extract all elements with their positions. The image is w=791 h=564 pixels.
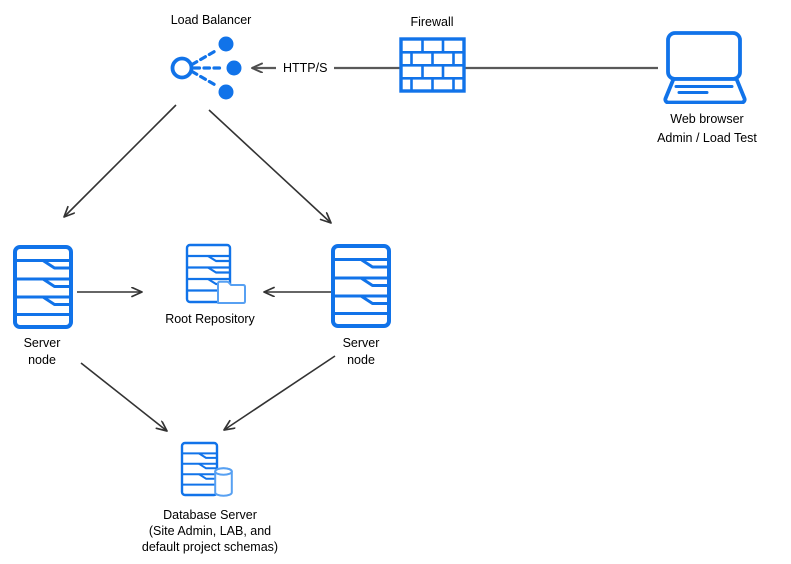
- server-node-left-label-line2: node: [28, 353, 56, 367]
- server-node-left-icon: [13, 245, 73, 329]
- load-balancer-label: Load Balancer: [170, 13, 252, 27]
- database-server-label: Database Server (Site Admin, LAB, and de…: [105, 507, 315, 555]
- web-browser-laptop-icon: [663, 31, 747, 104]
- root-repository-label: Root Repository: [165, 312, 255, 326]
- database-server-label-line2: (Site Admin, LAB, and: [148, 524, 272, 538]
- web-browser-label-line2: Admin / Load Test: [657, 131, 757, 145]
- database-server-label-line1: Database Server: [163, 508, 257, 522]
- root-repository-icon: [185, 243, 246, 304]
- edge-left-server-to-database: [80, 362, 167, 431]
- web-browser-label: Web browser Admin / Load Test: [627, 110, 787, 148]
- server-node-left-label-line1: Server: [23, 336, 61, 350]
- database-server-label-line3: default project schemas): [141, 540, 279, 554]
- https-edge-label: HTTP/S: [276, 60, 335, 77]
- database-server-icon: [180, 441, 233, 497]
- server-node-right-icon: [331, 244, 391, 328]
- firewall-icon: [399, 37, 466, 93]
- edge-loadbalancer-to-right-server: [208, 109, 331, 223]
- server-node-right-label: Server node: [321, 335, 401, 369]
- server-node-right-label-line1: Server: [342, 336, 380, 350]
- edge-right-server-to-database: [224, 355, 336, 430]
- server-node-right-label-line2: node: [347, 353, 375, 367]
- load-balancer-icon: [170, 36, 242, 100]
- server-node-left-label: Server node: [2, 335, 82, 369]
- edge-loadbalancer-to-left-server: [64, 104, 177, 217]
- web-browser-label-line1: Web browser: [670, 112, 744, 126]
- firewall-label: Firewall: [410, 15, 454, 29]
